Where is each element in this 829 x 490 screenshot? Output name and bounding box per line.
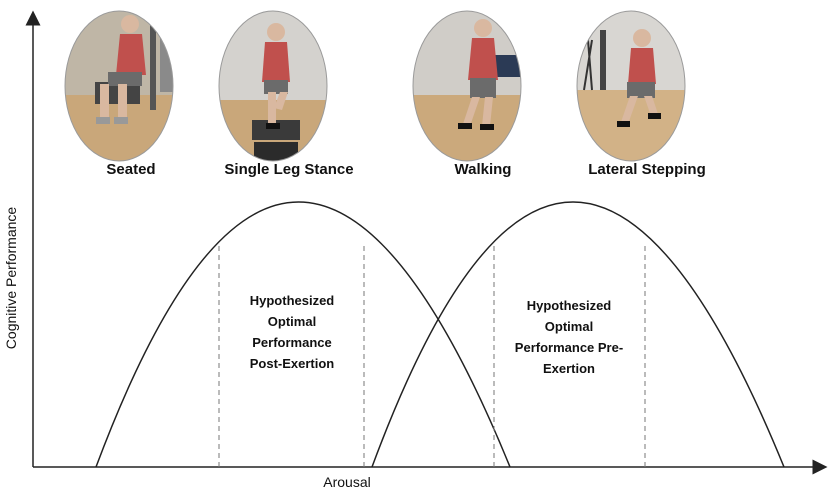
walking-label: Walking bbox=[455, 161, 512, 178]
pre-zone-line-4: Exertion bbox=[543, 361, 595, 376]
lateral-stepping-photo bbox=[577, 11, 685, 161]
y-axis-label: Cognitive Performance bbox=[3, 207, 19, 350]
walking-photo bbox=[413, 11, 521, 161]
single-leg-stance-label: Single Leg Stance bbox=[224, 161, 353, 178]
pre-zone-line-1: Hypothesized bbox=[527, 298, 612, 313]
post-exertion-curve bbox=[95, 201, 511, 468]
single-leg-stance-photo-frame bbox=[218, 10, 328, 162]
seated-photo bbox=[65, 11, 173, 161]
pre-zone-line-2: Optimal bbox=[545, 319, 593, 334]
post-zone-line-2: Optimal bbox=[268, 314, 316, 329]
post-exertion-zone-label: Hypothesized Optimal Performance Post-Ex… bbox=[250, 293, 335, 371]
lateral-stepping-label: Lateral Stepping bbox=[588, 161, 706, 178]
seated-photo-frame bbox=[64, 10, 174, 162]
post-zone-line-4: Post-Exertion bbox=[250, 356, 335, 371]
x-axis-label: Arousal bbox=[323, 474, 370, 490]
pre-zone-line-3: Performance Pre- bbox=[515, 340, 623, 355]
post-zone-line-1: Hypothesized bbox=[250, 293, 335, 308]
single-leg-stance-photo bbox=[219, 11, 327, 161]
post-zone-line-3: Performance bbox=[252, 335, 331, 350]
lateral-stepping-photo-frame bbox=[576, 10, 686, 162]
walking-photo-frame bbox=[412, 10, 522, 162]
seated-label: Seated bbox=[106, 161, 155, 178]
pre-exertion-zone-label: Hypothesized Optimal Performance Pre- Ex… bbox=[515, 298, 623, 376]
pre-exertion-curve bbox=[371, 201, 785, 468]
